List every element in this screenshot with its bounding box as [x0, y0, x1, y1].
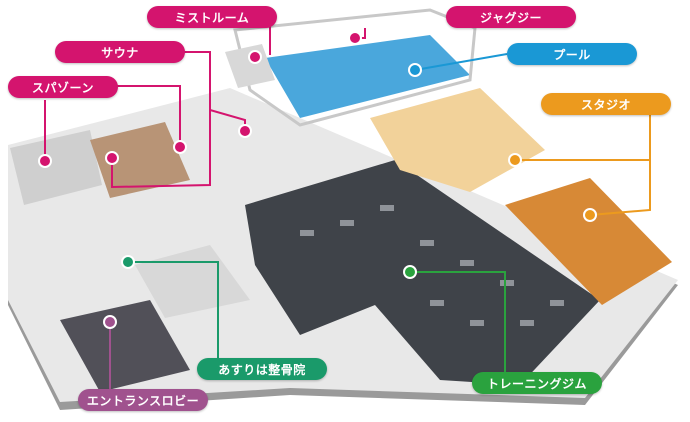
label-spa-zone[interactable]: スパゾーン [8, 76, 118, 98]
sauna-marker-1 [238, 124, 252, 138]
pool-leader [414, 53, 508, 71]
studio-marker-1 [508, 153, 522, 167]
label-sauna[interactable]: サウナ [55, 41, 185, 63]
spa-zone-leader [44, 85, 181, 160]
label-studio[interactable]: スタジオ [541, 93, 671, 115]
label-pool[interactable]: プール [507, 43, 637, 65]
spa-zone-room [10, 130, 102, 205]
studio-floor-upper [370, 88, 545, 192]
clinic-room [135, 245, 250, 318]
mist-room-marker [248, 50, 262, 64]
pool-water [265, 35, 470, 118]
training-gym-marker [403, 265, 417, 279]
chiropractic-leader [128, 261, 219, 358]
label-entrance-lobby[interactable]: エントランスロビー [78, 389, 208, 411]
spa-marker-2 [173, 140, 187, 154]
studio-marker-2 [583, 208, 597, 222]
training-gym-leader [410, 271, 506, 372]
jacuzzi-marker [348, 31, 362, 45]
studio-leader [515, 112, 651, 216]
pool-deck [233, 8, 477, 127]
sauna-room [90, 122, 190, 198]
lobby-floor [60, 300, 190, 392]
pool-marker [408, 63, 422, 77]
chiropractic-marker [121, 255, 135, 269]
sauna-marker-2 [105, 151, 119, 165]
spa-marker-1 [38, 154, 52, 168]
label-jacuzzi[interactable]: ジャグジー [446, 6, 576, 28]
label-chiropractic[interactable]: あすりは整骨院 [197, 358, 327, 380]
lobby-marker [103, 315, 117, 329]
label-mist-room[interactable]: ミストルーム [147, 6, 277, 28]
label-training-gym[interactable]: トレーニングジム [472, 372, 602, 394]
studio-floor-lower [505, 178, 672, 305]
mist-room [225, 44, 275, 88]
